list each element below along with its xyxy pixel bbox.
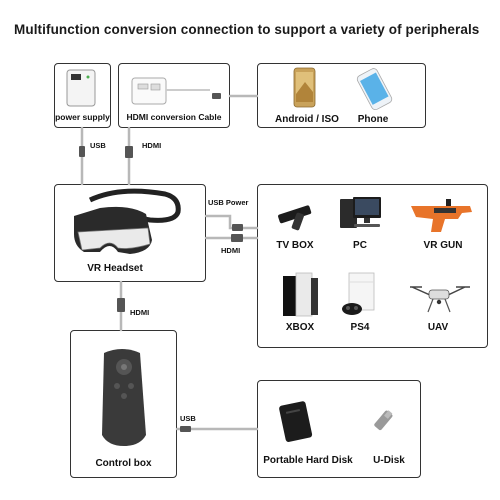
usb-bottom-label: USB [180, 414, 196, 423]
power-bank-icon [66, 69, 96, 107]
hard-disk-icon [279, 401, 313, 442]
tv-box-label: TV BOX [276, 240, 314, 251]
tv-box-icon [278, 205, 312, 231]
hdmi-right-label: HDMI [221, 246, 241, 255]
iphone-icon [356, 68, 393, 111]
vr-headset-icon [74, 188, 181, 254]
phone-label: Phone [357, 114, 389, 125]
remote-control-icon [102, 349, 146, 446]
android-ios-label: Android / ISO [275, 114, 339, 125]
cable-plugs [79, 93, 243, 432]
power-supply-label: power supply [55, 112, 110, 122]
uav-icon [410, 286, 470, 313]
diagram-title: Multifunction conversion connection to s… [14, 22, 480, 37]
pc-label: PC [353, 240, 367, 251]
pc-icon [340, 197, 381, 228]
uav-label: UAV [427, 322, 449, 333]
xbox-label: XBOX [285, 322, 315, 333]
xbox-icon [283, 272, 318, 317]
usb-cable-top-label: USB [90, 141, 106, 150]
hdmi-adapter-icon [131, 77, 210, 105]
hdmi-down-label: HDMI [130, 308, 150, 317]
hdmi-cable-label: HDMI conversion Cable [126, 112, 222, 122]
hdmi-cable-top-label: HDMI [142, 141, 162, 150]
android-phone-icon [293, 67, 316, 108]
vr-headset-label: VR Headset [87, 263, 143, 274]
usb-power-cable [204, 214, 259, 230]
vr-gun-icon [411, 199, 472, 232]
usb-power-label: USB Power [208, 198, 249, 207]
vr-gun-label: VR GUN [423, 240, 463, 251]
u-disk-label: U-Disk [373, 455, 405, 466]
phone-box [257, 63, 426, 128]
control-box-label: Control box [95, 458, 152, 469]
portable-hard-disk-label: Portable Hard Disk [263, 455, 353, 466]
u-disk-icon [374, 410, 393, 431]
ps4-label: PS4 [350, 322, 370, 333]
ps4-icon [342, 272, 375, 315]
